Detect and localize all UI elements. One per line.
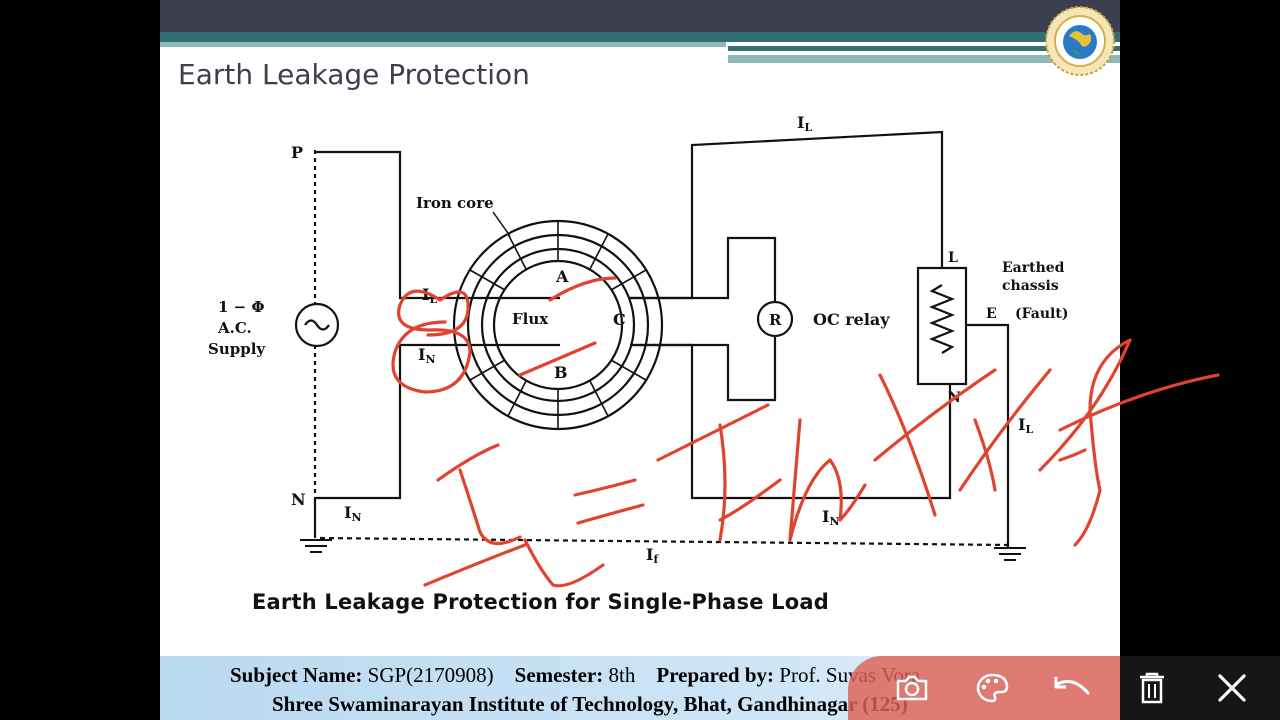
load-n-label: N [948, 390, 961, 406]
slide: Earth Leakage Protection [160, 0, 1120, 720]
phase-label: P [291, 143, 303, 162]
supply-label: 1 − Φ [218, 298, 265, 316]
current-in-label: IN [822, 507, 840, 528]
current-il-label: IL [797, 113, 812, 134]
slide-header-bar [160, 0, 1120, 32]
relay-symbol: R [769, 311, 782, 329]
earthed-chassis-label: Earthed [1002, 260, 1065, 276]
subject-label: Subject Name: [230, 663, 363, 687]
supply-label: Supply [208, 340, 266, 358]
coil-a-label: A [555, 267, 569, 286]
diagram-caption: Earth Leakage Protection for Single-Phas… [252, 590, 829, 614]
supply-label: A.C. [217, 319, 252, 337]
current-il-label: IL [422, 285, 437, 306]
close-icon [1218, 674, 1246, 702]
semester-value: 8th [608, 663, 636, 687]
coil-b-label: B [554, 363, 568, 382]
undo-icon [1054, 677, 1090, 695]
semester-label: Semester: [514, 663, 604, 687]
close-button[interactable] [1208, 664, 1256, 712]
palette-icon [976, 673, 1009, 703]
slide-title: Earth Leakage Protection [178, 58, 530, 91]
delete-icon [1140, 672, 1164, 704]
footer-institute: Shree Swaminarayan Institute of Technolo… [272, 692, 908, 716]
flux-label: Flux [512, 310, 549, 328]
undo-button[interactable] [1048, 664, 1096, 712]
screenshot-button[interactable] [888, 664, 936, 712]
prepared-label: Prepared by: [656, 663, 775, 687]
header-stripe [160, 42, 726, 47]
relay-label: OC relay [813, 310, 890, 329]
neutral-label: N [291, 490, 306, 509]
earth-leakage-diagram: P N 1 − Φ A.C. Supply Iron core A B C Fl… [208, 113, 1068, 566]
pen-color-button[interactable] [968, 664, 1016, 712]
fault-label: (Fault) [1015, 306, 1068, 322]
coil-c-label: C [613, 310, 626, 329]
earth-e-label: E [986, 306, 997, 322]
subject-value: SGP(2170908) [367, 663, 494, 687]
toolbar-background [1120, 656, 1280, 720]
delete-button[interactable] [1128, 664, 1176, 712]
camera-icon [896, 675, 928, 701]
annotation-toolbar [848, 656, 1280, 720]
institute-logo [1045, 6, 1115, 76]
header-stripe [728, 55, 1120, 63]
load-l-label: L [948, 250, 958, 266]
current-il-label: IL [1018, 415, 1033, 436]
header-stripe [728, 46, 1120, 51]
header-stripe [160, 32, 1120, 42]
iron-core-label: Iron core [416, 194, 494, 212]
current-if-label: If [646, 545, 659, 566]
current-in-label: IN [344, 503, 362, 524]
current-in-label: IN [418, 345, 436, 366]
earthed-chassis-label: chassis [1002, 278, 1059, 294]
